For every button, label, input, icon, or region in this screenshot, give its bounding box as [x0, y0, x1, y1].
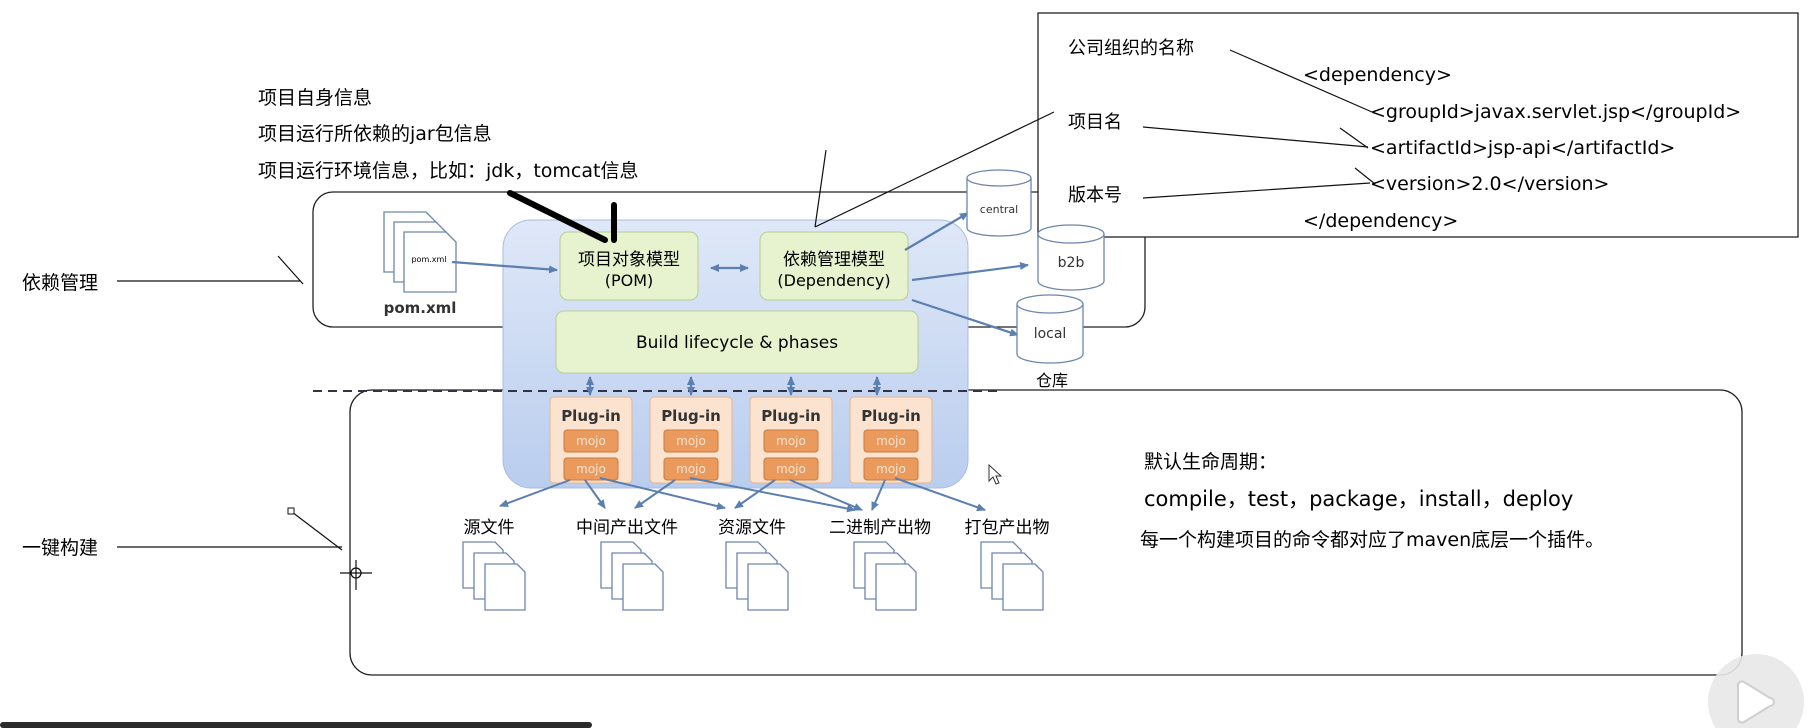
- project-name-label: 项目名: [1068, 112, 1122, 133]
- mojo-box: [563, 457, 619, 481]
- build-lifecycle-box: [555, 310, 919, 374]
- pom-xml-icon-text: pom.xml: [411, 255, 446, 264]
- dependency-xml-frame: [1037, 12, 1799, 238]
- output-label: 二进制产出物: [829, 518, 931, 538]
- mojo-label: mojo: [576, 462, 606, 476]
- repo-local-label: local: [1034, 326, 1067, 342]
- output-label: 打包产出物: [965, 518, 1050, 538]
- version-label: 版本号: [1068, 185, 1122, 206]
- mojo-label: mojo: [876, 462, 906, 476]
- xml-dependency-open: <dependency>: [1303, 64, 1452, 86]
- output-file-icon: [1002, 563, 1044, 611]
- build-lifecycle-label: Build lifecycle & phases: [636, 333, 838, 353]
- mojo-box: [863, 457, 919, 481]
- lifecycle-plugin-arrows: [586, 376, 881, 396]
- plugin-4: Plug-in mojo mojo: [849, 396, 933, 484]
- mojo-label: mojo: [876, 434, 906, 448]
- pom-info-pointer: [507, 190, 608, 243]
- output-file-icon: [622, 563, 664, 611]
- output-5: 打包产出物: [965, 518, 1050, 611]
- plugin-output-arrows: [499, 477, 986, 513]
- dep-to-b2b-arrow: [911, 262, 1029, 282]
- plugin-1: Plug-in mojo mojo: [549, 396, 633, 484]
- pom-xml-label: pom.xml: [384, 299, 457, 317]
- small-handle-icon: [287, 507, 295, 515]
- output-label: 源文件: [464, 518, 515, 538]
- repo-local: local: [1016, 294, 1084, 364]
- mojo-box: [663, 457, 719, 481]
- repo-central: central: [966, 169, 1032, 237]
- dependency-management-label: 依赖管理: [22, 272, 98, 294]
- company-name-label: 公司组织的名称: [1068, 38, 1194, 59]
- xml-group-id: <groupId>javax.servlet.jsp</groupId>: [1370, 101, 1741, 123]
- output-2: 中间产出文件: [576, 518, 678, 611]
- dependency-model-label-1: 依赖管理模型: [783, 250, 885, 270]
- pom-xml-file-icon: pom.xml: [383, 211, 457, 293]
- plugin-title: Plug-in: [761, 407, 821, 425]
- lifecycle-phases: compile，test，package，install，deploy: [1144, 487, 1573, 511]
- play-button-icon[interactable]: [1708, 654, 1804, 728]
- repo-caption: 仓库: [1036, 371, 1068, 390]
- plugin-title: Plug-in: [861, 407, 921, 425]
- pom-info-line-3: 项目运行环境信息，比如：jdk，tomcat信息: [258, 160, 638, 182]
- mojo-label: mojo: [576, 434, 606, 448]
- dependency-model-label-2: (Dependency): [777, 271, 890, 290]
- plugin-3: Plug-in mojo mojo: [749, 396, 833, 484]
- repo-b2b-label: b2b: [1058, 255, 1085, 271]
- mojo-box: [563, 429, 619, 453]
- dep-to-central-arrow: [904, 212, 969, 251]
- one-click-build-label: 一键构建: [22, 537, 98, 559]
- mojo-label: mojo: [776, 434, 806, 448]
- mojo-box: [863, 429, 919, 453]
- lifecycle-title: 默认生命周期：: [1144, 451, 1277, 473]
- output-file-icon: [875, 563, 917, 611]
- xml-dependency-close: </dependency>: [1303, 210, 1458, 232]
- output-file-icon: [484, 563, 526, 611]
- output-label: 中间产出文件: [576, 518, 678, 538]
- pom-info-line-1: 项目自身信息: [258, 87, 372, 109]
- plugin-title: Plug-in: [561, 407, 621, 425]
- lifecycle-note: 每一个构建项目的命令都对应了maven底层一个插件。: [1140, 529, 1604, 551]
- xml-artifact-id: <artifactId>jsp-api</artifactId>: [1370, 137, 1675, 159]
- repo-central-label: central: [980, 203, 1018, 216]
- mojo-box: [663, 429, 719, 453]
- mojo-box: [763, 429, 819, 453]
- dependency-model-box: [759, 231, 909, 301]
- crosshair-icon: [350, 567, 362, 579]
- annotation-lines: [117, 49, 1376, 590]
- pom-info-line-2: 项目运行所依赖的jar包信息: [258, 123, 492, 145]
- dep-to-local-arrow: [911, 298, 1019, 337]
- pom-model-label-1: 项目对象模型: [578, 250, 680, 270]
- plugin-title: Plug-in: [661, 407, 721, 425]
- mouse-cursor-icon: [988, 463, 1003, 485]
- output-label: 资源文件: [718, 518, 786, 538]
- output-group: 源文件 中间产出文件 资源文件 二进制产出物 打包产出物: [462, 518, 1050, 611]
- pom-model-box: [559, 231, 699, 301]
- mojo-label: mojo: [676, 434, 706, 448]
- output-4: 二进制产出物: [829, 518, 931, 611]
- output-file-icon: [747, 563, 789, 611]
- pom-to-model-arrow: [451, 260, 558, 274]
- output-1: 源文件: [462, 518, 526, 611]
- pom-model-label-2: (POM): [605, 271, 654, 290]
- plugin-2: Plug-in mojo mojo: [649, 396, 733, 484]
- output-3: 资源文件: [718, 518, 789, 611]
- mojo-label: mojo: [776, 462, 806, 476]
- repo-b2b: b2b: [1037, 224, 1105, 291]
- video-progress-bar[interactable]: [0, 722, 592, 728]
- mojo-label: mojo: [676, 462, 706, 476]
- one-click-build-frame: [349, 389, 1743, 676]
- xml-version: <version>2.0</version>: [1370, 173, 1609, 195]
- plugin-group: Plug-in mojo mojo Plug-in mojo mojo Plug-in moj…: [549, 396, 933, 484]
